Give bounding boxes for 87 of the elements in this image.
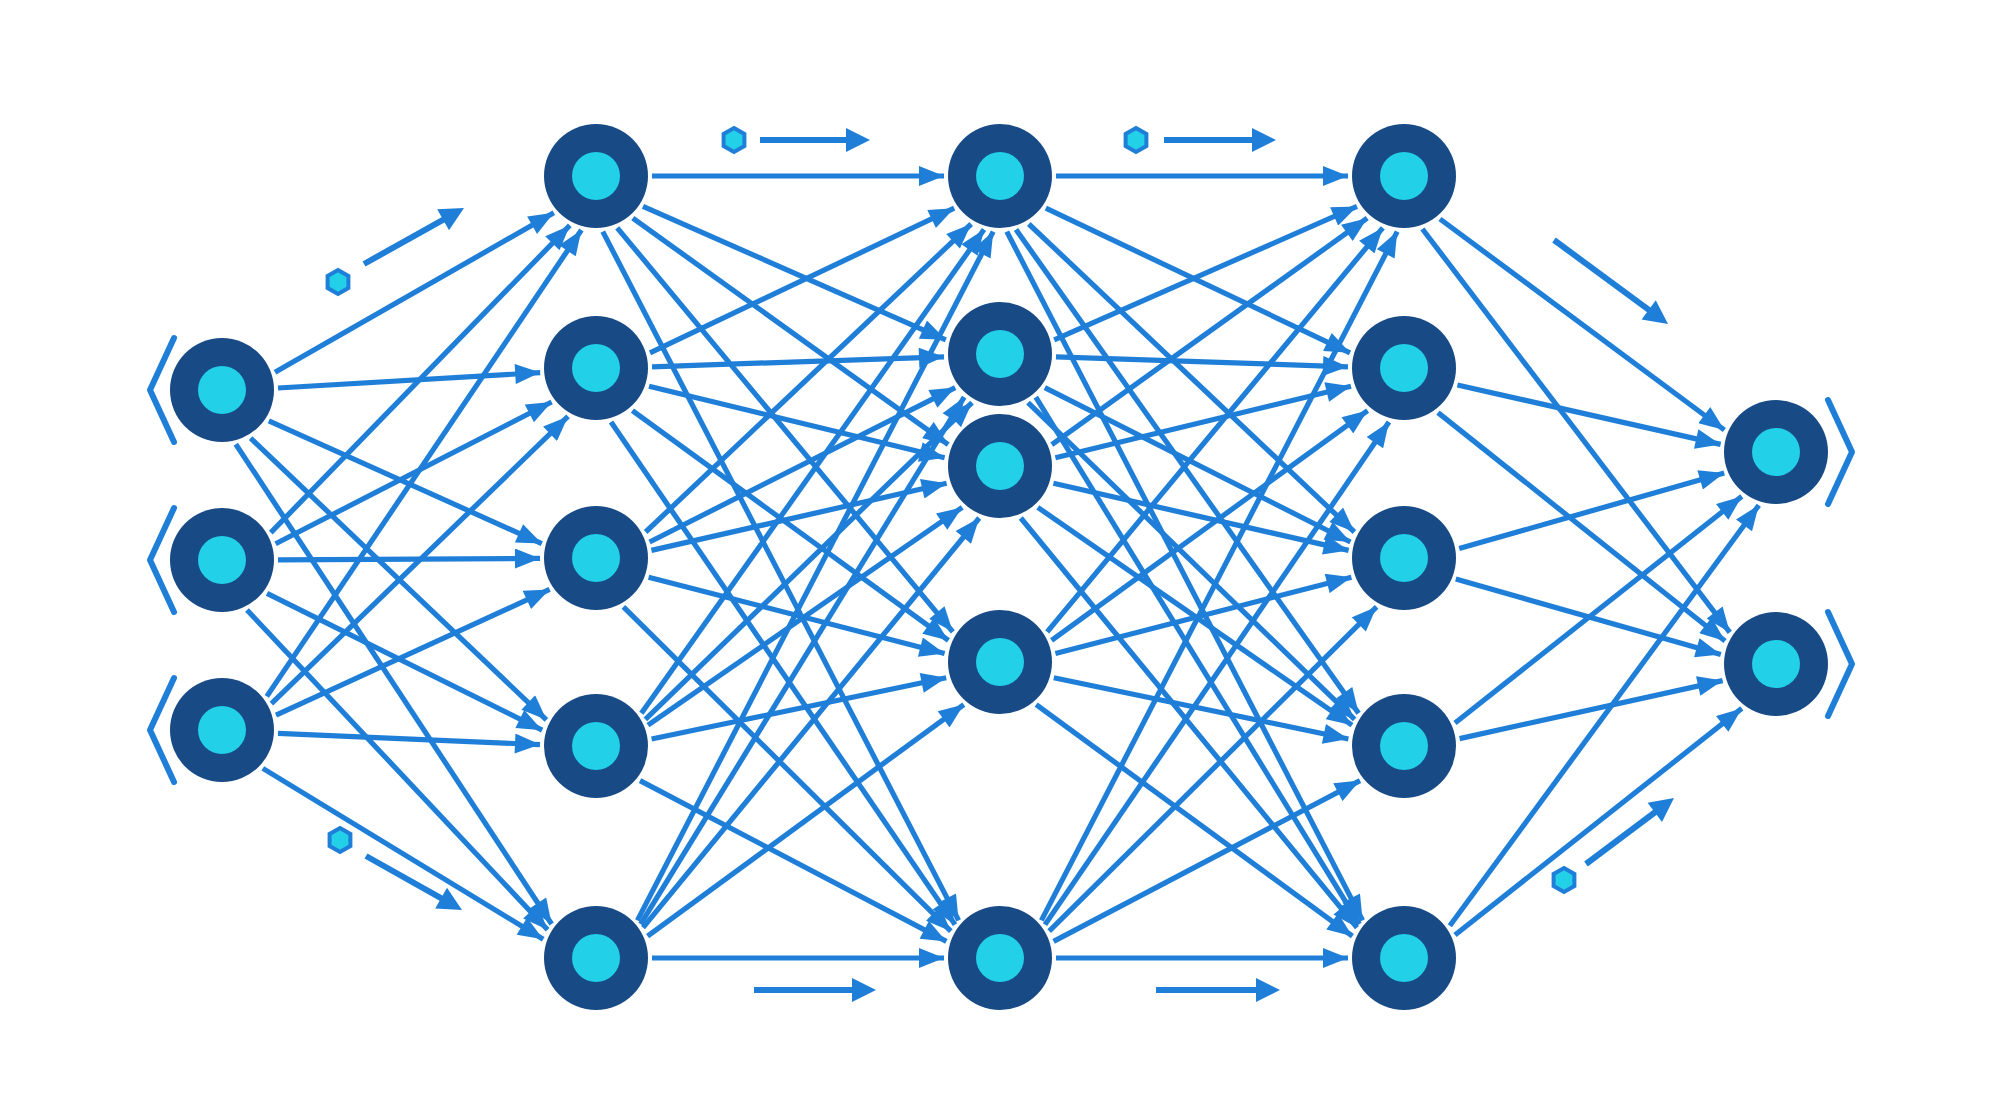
connector-arrow xyxy=(1027,222,1357,534)
connector-arrow xyxy=(1056,166,1348,186)
neuron-circle xyxy=(948,414,1052,518)
neuron-circle xyxy=(1352,906,1456,1010)
neuron-circle xyxy=(1352,124,1456,228)
connector-arrow xyxy=(647,574,946,657)
connector-arrow xyxy=(264,228,584,698)
neuron-circle xyxy=(1724,400,1828,504)
neuron-circle xyxy=(1352,316,1456,420)
connector-arrow xyxy=(600,230,961,922)
connector-arrow xyxy=(274,399,553,547)
connector-arrow xyxy=(1026,400,1357,722)
connector-arrow xyxy=(1043,385,1352,545)
connector-arrow xyxy=(261,766,545,942)
connector-arrow xyxy=(652,166,944,186)
connector-arrow xyxy=(648,383,946,462)
neuron-circle xyxy=(544,124,648,228)
connector-arrow xyxy=(1054,382,1352,461)
neuron-circle xyxy=(544,694,648,798)
neuron-circle xyxy=(948,906,1052,1010)
connector-arrow xyxy=(651,673,947,742)
connector-arrow xyxy=(630,408,950,643)
neuron-circle xyxy=(948,302,1052,406)
connector-arrow xyxy=(638,778,948,944)
connector-arrow xyxy=(277,364,541,391)
neuron-circle xyxy=(1352,506,1456,610)
connector-arrow xyxy=(267,418,543,546)
connector-arrow xyxy=(648,385,957,545)
connector-arrow xyxy=(1018,516,1359,930)
connector-arrow xyxy=(1047,604,1379,934)
connector-arrow xyxy=(1459,676,1724,742)
connector-arrow xyxy=(278,548,540,569)
connector-arrow xyxy=(651,347,945,370)
connector-arrow xyxy=(615,226,955,634)
connector-arrow xyxy=(1436,410,1727,644)
connector-arrow xyxy=(635,230,996,922)
neuron-circle xyxy=(544,906,648,1010)
neuron-circle xyxy=(170,508,274,612)
connector-arrow xyxy=(248,436,549,722)
neuron-circle xyxy=(544,316,648,420)
connector-arrow xyxy=(1453,706,1744,938)
connector-arrow xyxy=(269,414,570,706)
connector-arrow xyxy=(1039,230,1400,922)
connector-arrow xyxy=(641,516,982,930)
connector-arrow xyxy=(1447,503,1761,928)
connector-arrow xyxy=(1013,228,1361,715)
connector-arrow xyxy=(646,505,964,728)
neuron-circle xyxy=(948,610,1052,714)
connector-arrow xyxy=(277,730,541,754)
connector-arrow xyxy=(1055,354,1349,376)
connector-arrow xyxy=(1453,494,1744,726)
connector-arrow xyxy=(265,591,544,733)
connector-arrow xyxy=(1456,382,1722,449)
connector-arrow xyxy=(268,223,572,535)
neuron-circle xyxy=(170,338,274,442)
connector-arrow xyxy=(646,702,966,939)
neuron-circle xyxy=(170,678,274,782)
connector-arrow xyxy=(1054,573,1353,656)
connector-arrow xyxy=(1420,227,1732,634)
connector-arrow xyxy=(1050,216,1369,447)
connector-arrow xyxy=(652,948,944,968)
neuron-circle xyxy=(948,124,1052,228)
connector-arrow xyxy=(1050,408,1370,643)
connector-arrow xyxy=(1034,702,1354,939)
connector-arrow xyxy=(1052,480,1350,555)
neuron-circle xyxy=(1724,612,1828,716)
connector-arrow xyxy=(274,587,551,718)
connector-arrow xyxy=(1036,505,1354,728)
connector-arrow xyxy=(1004,230,1365,922)
connector-arrow xyxy=(1045,226,1385,634)
connector-arrow xyxy=(621,604,953,934)
connector-arrow xyxy=(650,479,948,553)
connector-arrow xyxy=(639,228,987,715)
connector-arrow xyxy=(1458,470,1725,552)
connector-arrow xyxy=(1052,778,1362,944)
connector-arrow xyxy=(1455,576,1722,658)
connector-arrow xyxy=(643,222,973,534)
connector-arrow xyxy=(273,210,556,375)
connector-arrow xyxy=(233,442,554,926)
connector-arrow xyxy=(1438,216,1726,433)
connector-arrow xyxy=(245,608,550,932)
neuron-circle xyxy=(544,506,648,610)
connector-arrow xyxy=(643,400,974,722)
connector-arrow xyxy=(1056,948,1348,968)
connector-arrow xyxy=(1053,675,1349,744)
connector-arrow xyxy=(631,216,950,447)
neuron-circle xyxy=(1352,694,1456,798)
